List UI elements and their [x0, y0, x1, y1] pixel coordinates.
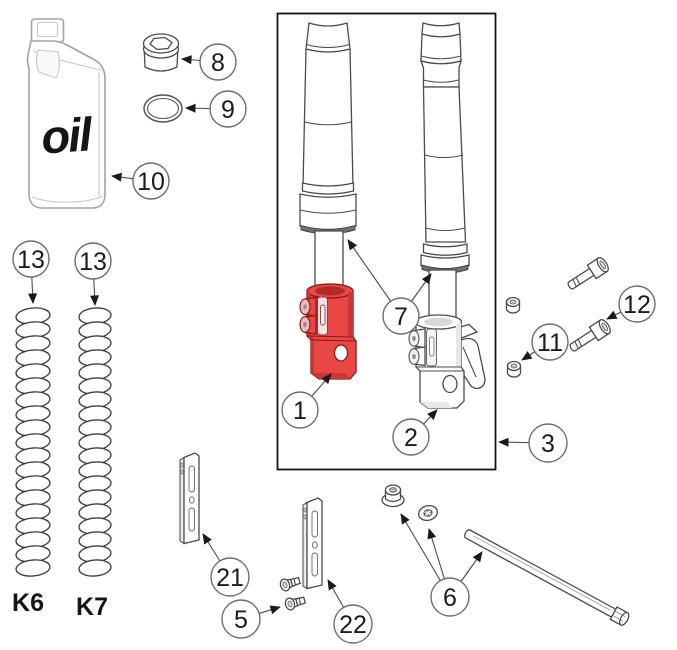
callout-6[interactable]: 6	[400, 513, 483, 617]
reflector-bracket-left	[179, 452, 200, 545]
callout-21-number: 21	[216, 564, 244, 592]
callout-22[interactable]: 22	[327, 579, 373, 644]
oil-bottle: oil	[26, 18, 106, 209]
callout-7-number: 7	[394, 303, 408, 331]
callout-5[interactable]: 5	[221, 599, 281, 639]
reflector-bracket-right	[302, 497, 323, 590]
fork-cap-part	[142, 33, 180, 72]
callout-11[interactable]: 11	[521, 323, 569, 361]
callout-1[interactable]: 1	[281, 373, 332, 429]
pinch-nut-lower	[506, 360, 522, 378]
pinch-nut-upper	[505, 296, 521, 314]
callout-8[interactable]: 8	[181, 43, 237, 81]
bracket-screw-upper	[278, 574, 302, 593]
pinch-bolt-upper	[564, 255, 612, 294]
callout-9[interactable]: 9	[185, 90, 247, 128]
callout-8-number: 8	[211, 49, 225, 77]
callout-9-number: 9	[221, 96, 235, 124]
callout-12-number: 12	[623, 291, 651, 319]
spring-left-label: K6	[12, 589, 44, 617]
pinch-bolt-lower	[566, 317, 614, 356]
callout-2[interactable]: 2	[392, 409, 438, 456]
callout-22-number: 22	[339, 611, 367, 639]
callout-13-left[interactable]: 13	[12, 240, 50, 304]
spring-right	[78, 307, 112, 577]
callout-21[interactable]: 21	[202, 533, 250, 597]
callout-12[interactable]: 12	[606, 285, 656, 323]
spring-right-label: K7	[76, 593, 108, 621]
axle-clamp-right	[408, 314, 486, 409]
callout-6-number: 6	[443, 584, 457, 612]
callout-2-number: 2	[404, 424, 418, 452]
fork-leg-left	[299, 22, 357, 296]
axle-washer	[417, 504, 439, 522]
callout-7[interactable]: 7	[347, 239, 432, 335]
axle-flange-nut	[381, 484, 405, 508]
callout-13-right-number: 13	[79, 248, 107, 276]
spring-left	[15, 307, 51, 577]
callout-11-number: 11	[537, 329, 563, 357]
callout-1-number: 1	[293, 397, 307, 425]
callout-13-left-number: 13	[17, 246, 45, 274]
axle-clamp-highlighted[interactable]	[299, 283, 357, 380]
bracket-screw-lower	[283, 593, 307, 612]
callout-10[interactable]: 10	[111, 162, 170, 200]
callout-3[interactable]: 3	[498, 423, 568, 463]
oil-label: oil	[39, 107, 94, 163]
callout-5-number: 5	[234, 606, 248, 634]
callout-3-number: 3	[541, 430, 555, 458]
callout-13-right[interactable]: 13	[74, 242, 112, 306]
callout-10-number: 10	[137, 168, 165, 196]
front-axle	[464, 529, 630, 626]
o-ring-part	[143, 94, 183, 123]
